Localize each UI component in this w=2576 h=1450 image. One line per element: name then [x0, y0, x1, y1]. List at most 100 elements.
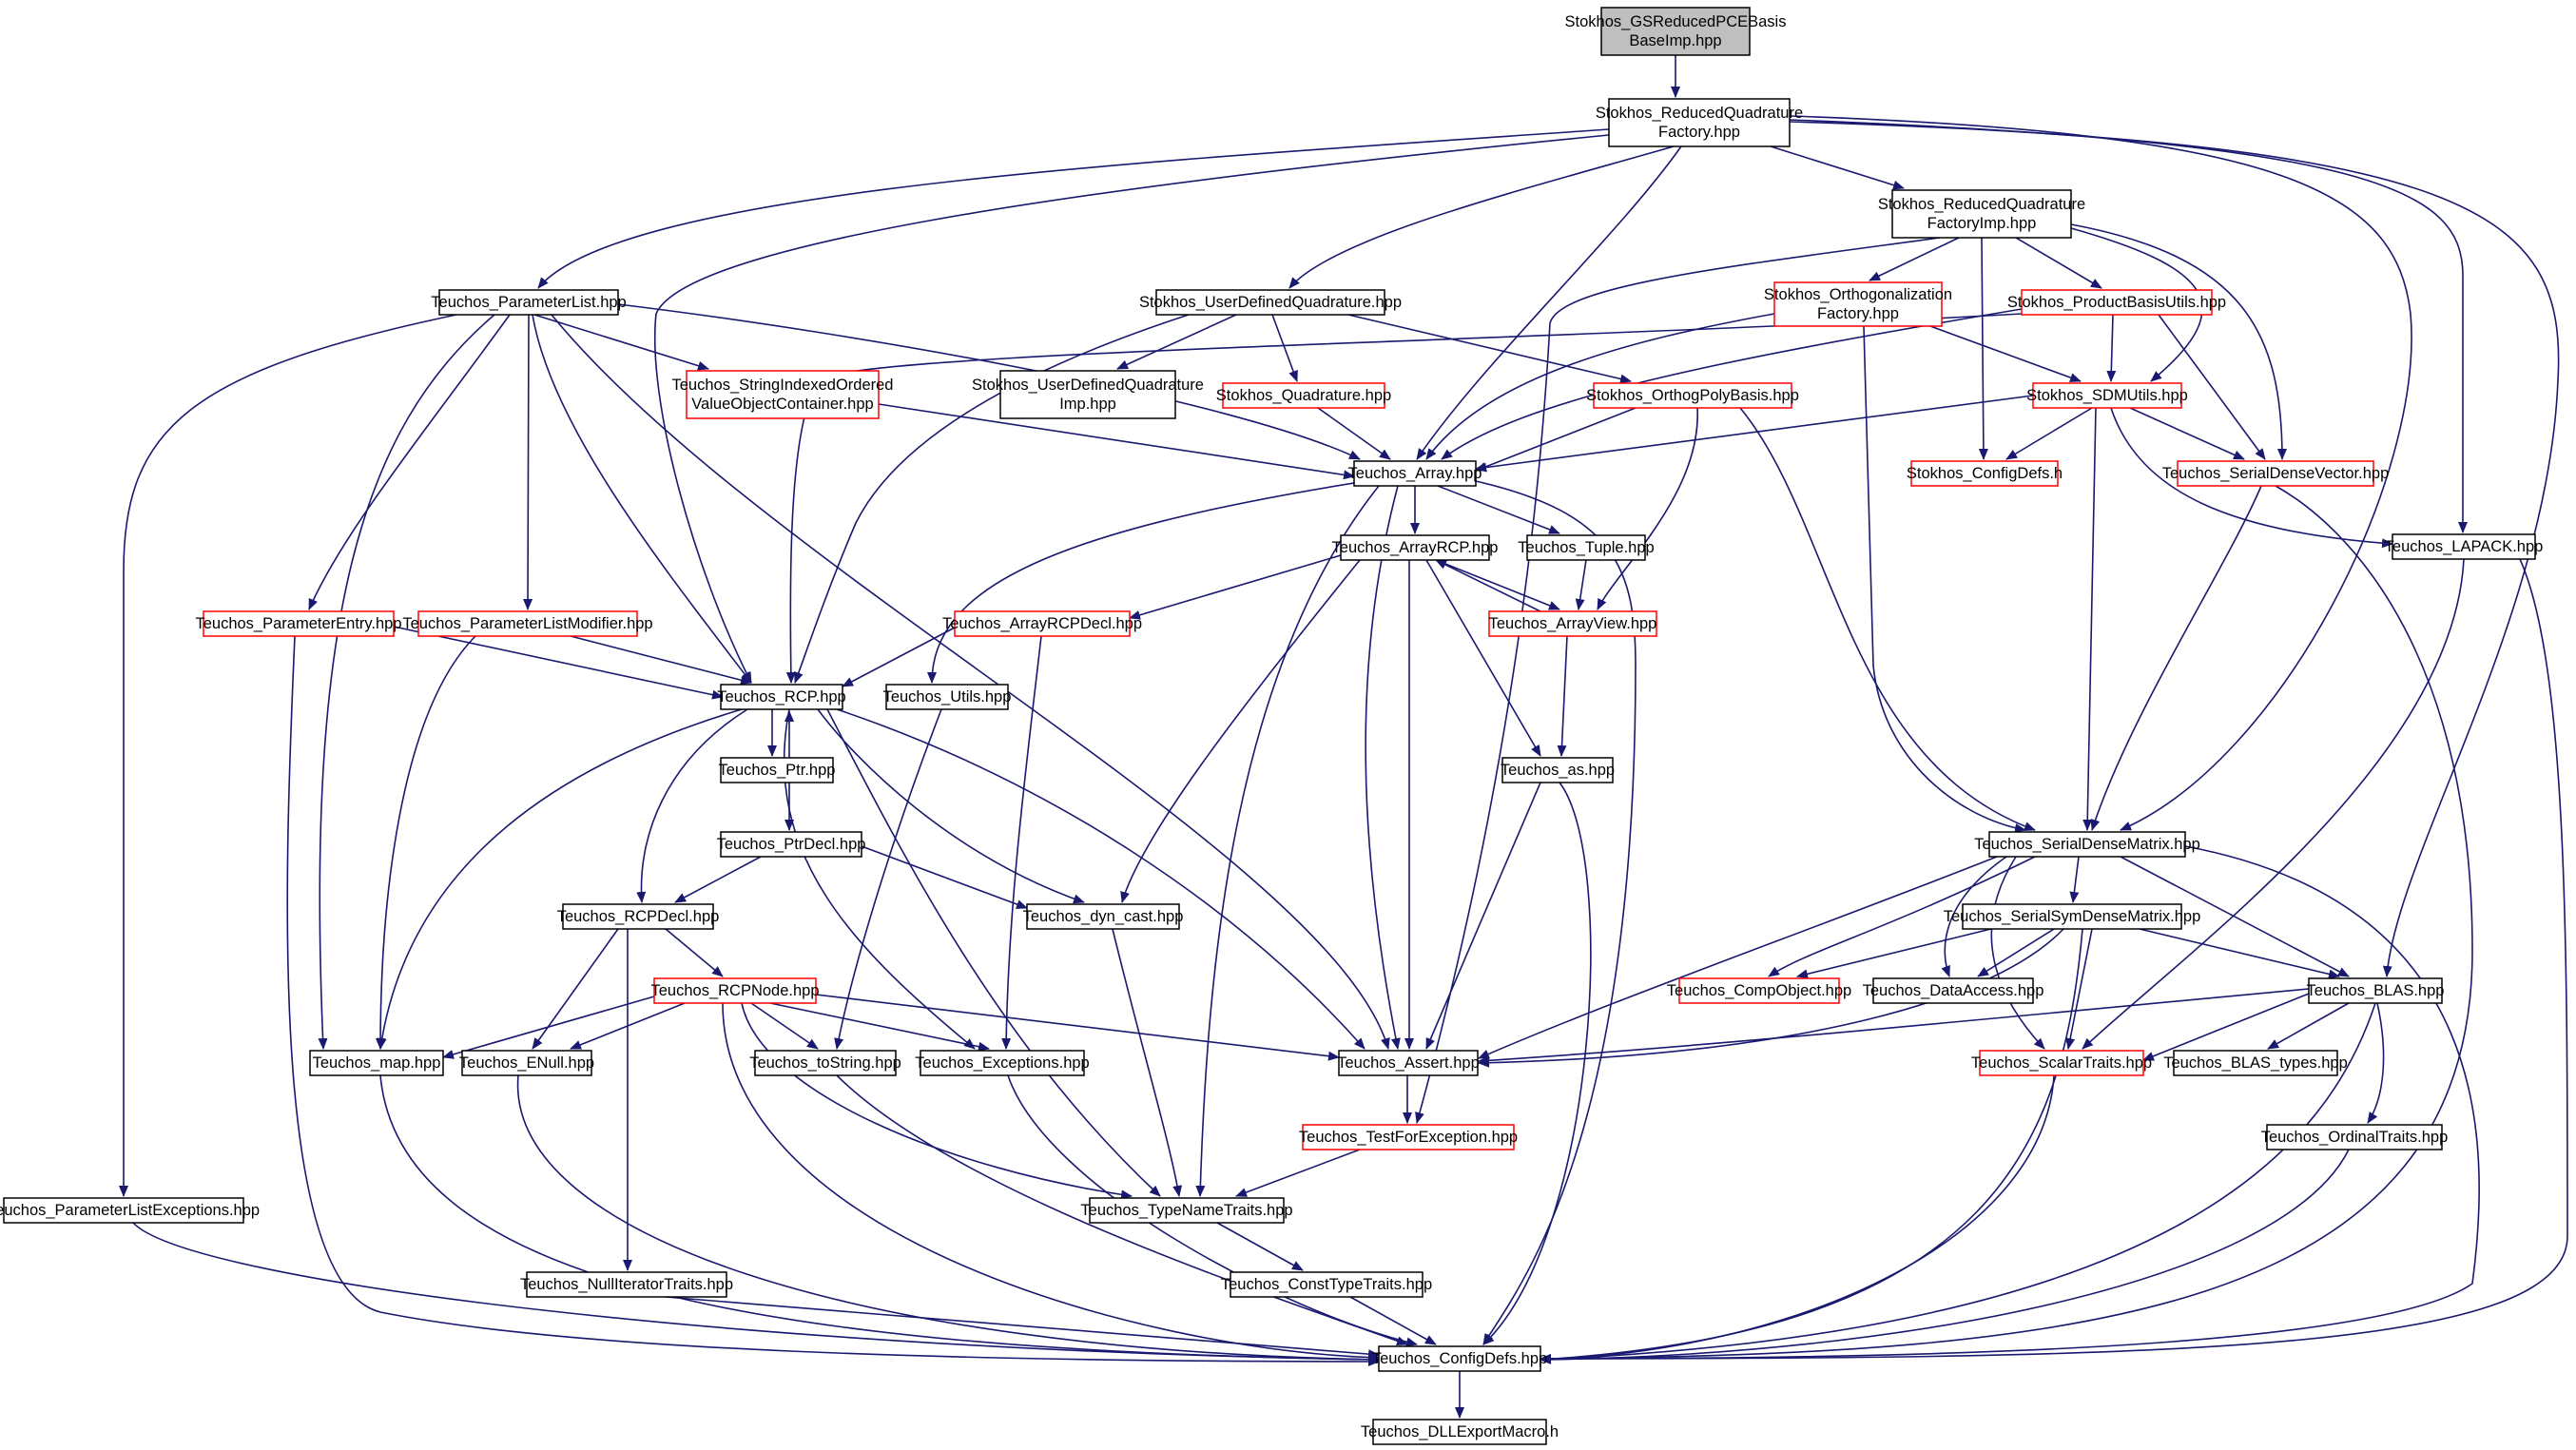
edge-rqf-to-rcp: [653, 134, 1610, 684]
node-label: Factory.hpp: [1817, 305, 1899, 322]
edge-opb-to-aview: [1597, 407, 1698, 610]
edge-sdmat-to-assert: [1478, 856, 1998, 1059]
edge-blas-to-st: [2142, 993, 2310, 1061]
node-ot[interactable]: Teuchos_OrdinalTraits.hpp: [2261, 1124, 2449, 1150]
node-sdv[interactable]: Teuchos_SerialDenseVector.hpp: [2162, 460, 2390, 487]
edge-tuple-to-aview: [1575, 559, 1587, 610]
edge-pl-to-sioc: [533, 314, 709, 371]
node-ssdm[interactable]: Teuchos_SerialSymDenseMatrix.hpp: [1944, 903, 2201, 930]
edge-sioc-to-array: [878, 403, 1355, 480]
edge-sdm-to-lapack: [2110, 407, 2393, 549]
node-sdm[interactable]: Stokhos_SDMUtils.hpp: [2026, 382, 2188, 409]
node-label: Stokhos_SDMUtils.hpp: [2026, 387, 2188, 404]
edge-lapack-to-cfg: [1540, 558, 2568, 1363]
node-label: FactoryImp.hpp: [1927, 215, 2037, 232]
node-exc[interactable]: Teuchos_Exceptions.hpp: [915, 1050, 1090, 1076]
node-comp[interactable]: Teuchos_CompObject.hpp: [1667, 977, 1851, 1004]
node-box: [417, 610, 638, 637]
node-ptrd[interactable]: Teuchos_PtrDecl.hpp: [717, 831, 866, 858]
node-box: [461, 1050, 592, 1076]
node-label: Stokhos_ProductBasisUtils.hpp: [2007, 294, 2226, 311]
node-box: [1872, 977, 2034, 1004]
edge-pl-to-array: [617, 303, 1361, 460]
edge-sdmat-to-cfg: [1540, 845, 2480, 1363]
node-st[interactable]: Teuchos_ScalarTraits.hpp: [1971, 1050, 2152, 1076]
node-ctt[interactable]: Teuchos_ConstTypeTraits.hpp: [1221, 1271, 1432, 1298]
node-sdmat[interactable]: Teuchos_SerialDenseMatrix.hpp: [1974, 831, 2200, 858]
node-rcpn[interactable]: Teuchos_RCPNode.hpp: [650, 977, 820, 1004]
node-plm[interactable]: Teuchos_ParameterListModifier.hpp: [402, 610, 653, 637]
node-cfgh[interactable]: Stokhos_ConfigDefs.h: [1907, 460, 2063, 487]
node-pbu[interactable]: Stokhos_ProductBasisUtils.hpp: [2007, 289, 2226, 316]
node-array[interactable]: Teuchos_Array.hpp: [1348, 460, 1482, 487]
node-tfe[interactable]: Teuchos_TestForException.hpp: [1299, 1124, 1518, 1150]
node-enull[interactable]: Teuchos_ENull.hpp: [459, 1050, 594, 1076]
edge-as-to-assert: [1425, 782, 1541, 1050]
node-box: [885, 684, 1009, 710]
edge-rcpn-to-cfg: [722, 1002, 1380, 1363]
node-box: [720, 684, 843, 710]
node-udq[interactable]: Stokhos_UserDefinedQuadrature.hpp: [1139, 289, 1402, 316]
edge-lapack-to-st: [2082, 558, 2465, 1050]
node-dync[interactable]: Teuchos_dyn_cast.hpp: [1023, 903, 1184, 930]
node-rcp[interactable]: Teuchos_RCP.hpp: [717, 684, 846, 710]
node-arcpd[interactable]: Teuchos_ArrayRCPDecl.hpp: [942, 610, 1142, 637]
node-dll[interactable]: Teuchos_DLLExportMacro.h: [1361, 1419, 1559, 1445]
edge-ctt-to-cfg: [1349, 1296, 1437, 1345]
edge-tnt-to-ctt: [1216, 1222, 1304, 1271]
edge-ot-to-cfg: [1540, 1149, 2350, 1364]
node-label: Teuchos_Exceptions.hpp: [915, 1054, 1089, 1072]
node-blas[interactable]: Teuchos_BLAS.hpp: [2307, 977, 2445, 1004]
node-tnt[interactable]: Teuchos_TypeNameTraits.hpp: [1080, 1197, 1293, 1224]
node-tuple[interactable]: Teuchos_Tuple.hpp: [1518, 534, 1655, 561]
node-sioc[interactable]: Teuchos_StringIndexedOrderedValueObjectC…: [672, 370, 894, 419]
edge-tostr-to-cfg: [836, 1074, 1408, 1346]
edge-pl-to-plm: [523, 314, 533, 610]
node-label: Teuchos_PtrDecl.hpp: [717, 836, 866, 853]
node-ptr[interactable]: Teuchos_Ptr.hpp: [719, 757, 836, 783]
node-assert[interactable]: Teuchos_Assert.hpp: [1337, 1050, 1480, 1076]
edge-ssdm-to-blas: [2139, 928, 2340, 979]
node-utils[interactable]: Teuchos_Utils.hpp: [883, 684, 1012, 710]
node-box: [1026, 903, 1180, 930]
node-blast[interactable]: Teuchos_BLAS_types.hpp: [2163, 1050, 2348, 1076]
node-box: [1488, 610, 1657, 637]
node-aview[interactable]: Teuchos_ArrayView.hpp: [1488, 610, 1657, 637]
node-lapack[interactable]: Teuchos_LAPACK.hpp: [2385, 533, 2544, 560]
edge-ptrd-to-dync: [861, 845, 1028, 909]
node-opb[interactable]: Stokhos_OrthogPolyBasis.hpp: [1586, 382, 1799, 409]
node-box: [1089, 1197, 1285, 1224]
node-quad[interactable]: Stokhos_Quadrature.hpp: [1216, 382, 1391, 409]
edge-pe-to-rcp: [393, 626, 724, 700]
node-pl[interactable]: Teuchos_ParameterList.hpp: [431, 289, 627, 316]
node-ple[interactable]: Teuchos_ParameterListExceptions.hpp: [0, 1197, 260, 1224]
node-nit[interactable]: Teuchos_NullIteratorTraits.hpp: [520, 1271, 733, 1298]
node-arcp[interactable]: Teuchos_ArrayRCP.hpp: [1332, 534, 1499, 561]
node-map[interactable]: Teuchos_map.hpp: [309, 1050, 444, 1076]
node-pe[interactable]: Teuchos_ParameterEntry.hpp: [195, 610, 402, 637]
node-box: [653, 977, 817, 1004]
edge-ssdm-to-st: [2065, 928, 2093, 1050]
edge-orthf-to-array: [1425, 313, 1775, 460]
node-label: Teuchos_ArrayRCPDecl.hpp: [942, 615, 1142, 632]
node-cfg[interactable]: Teuchos_ConfigDefs.hpp: [1372, 1345, 1547, 1372]
node-label: Teuchos_DLLExportMacro.h: [1361, 1423, 1559, 1440]
node-box: [1910, 460, 2059, 487]
node-label: Teuchos_ConstTypeTraits.hpp: [1221, 1276, 1432, 1293]
edge-rcp-to-rcpd: [636, 708, 748, 903]
node-label: Teuchos_TypeNameTraits.hpp: [1080, 1202, 1292, 1219]
node-da[interactable]: Teuchos_DataAccess.hpp: [1863, 977, 2044, 1004]
edge-arcp-to-as: [1425, 559, 1541, 757]
node-label: Teuchos_ParameterListExceptions.hpp: [0, 1202, 260, 1219]
node-label: Teuchos_ConfigDefs.hpp: [1372, 1350, 1547, 1367]
node-tostr[interactable]: Teuchos_toString.hpp: [749, 1050, 901, 1076]
node-box: [1678, 977, 1840, 1004]
node-rcpd[interactable]: Teuchos_RCPDecl.hpp: [557, 903, 720, 930]
edge-dync-to-tnt: [1112, 928, 1183, 1197]
node-as[interactable]: Teuchos_as.hpp: [1501, 757, 1615, 783]
